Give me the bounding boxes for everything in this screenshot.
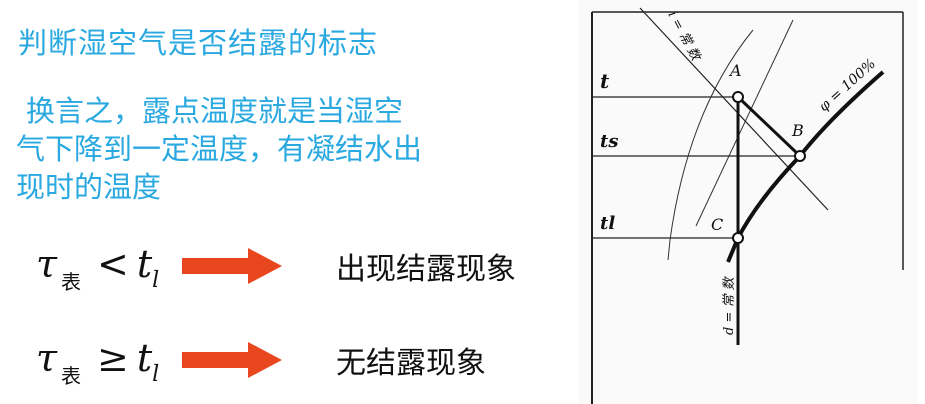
label-ts: ts	[600, 131, 618, 152]
t-symbol: t	[136, 242, 153, 286]
t-symbol: t	[136, 336, 153, 380]
explanation-line: 气下降到一定温度，有凝结水出	[16, 132, 423, 166]
condition-result: 出现结露现象	[336, 252, 516, 287]
slide-title: 判断湿空气是否结露的标志	[18, 26, 379, 60]
auxiliary-line	[695, 19, 794, 227]
diagram-background	[578, 0, 918, 404]
explanation-paragraph: 换言之，露点温度就是当湿空 气下降到一定温度，有凝结水出 现时的温度	[16, 92, 556, 206]
label-t: t	[600, 69, 610, 93]
tau-symbol: τ	[36, 336, 58, 380]
surface-subscript: 表	[61, 270, 82, 294]
point-c	[732, 232, 744, 244]
condition-result: 无结露现象	[336, 346, 486, 381]
enthalpy-line	[639, 7, 829, 211]
psychrometric-diagram: t ts tl A B C i = 常 数 d = 常 数 φ = 100%	[578, 0, 918, 404]
label-point-c: C	[711, 215, 723, 234]
tau-symbol: τ	[36, 242, 58, 286]
label-point-a: A	[728, 61, 742, 80]
cooling-path	[736, 95, 802, 158]
l-subscript: l	[152, 268, 160, 293]
label-tl: tl	[600, 213, 615, 234]
greater-equal-operator: ≥	[97, 336, 129, 380]
explanation-line: 换言之，露点温度就是当湿空	[26, 94, 404, 128]
less-than-operator: <	[97, 242, 129, 286]
point-b	[794, 150, 806, 162]
explanation-line: 现时的温度	[16, 170, 162, 204]
label-point-b: B	[791, 121, 804, 140]
surface-subscript: 表	[61, 364, 82, 388]
label-const-d: d = 常 数	[722, 275, 737, 335]
right-arrow-icon	[182, 342, 282, 378]
point-a	[732, 91, 744, 103]
l-subscript: l	[152, 362, 160, 387]
right-arrow-icon	[182, 248, 282, 284]
auxiliary-curve	[667, 29, 754, 261]
